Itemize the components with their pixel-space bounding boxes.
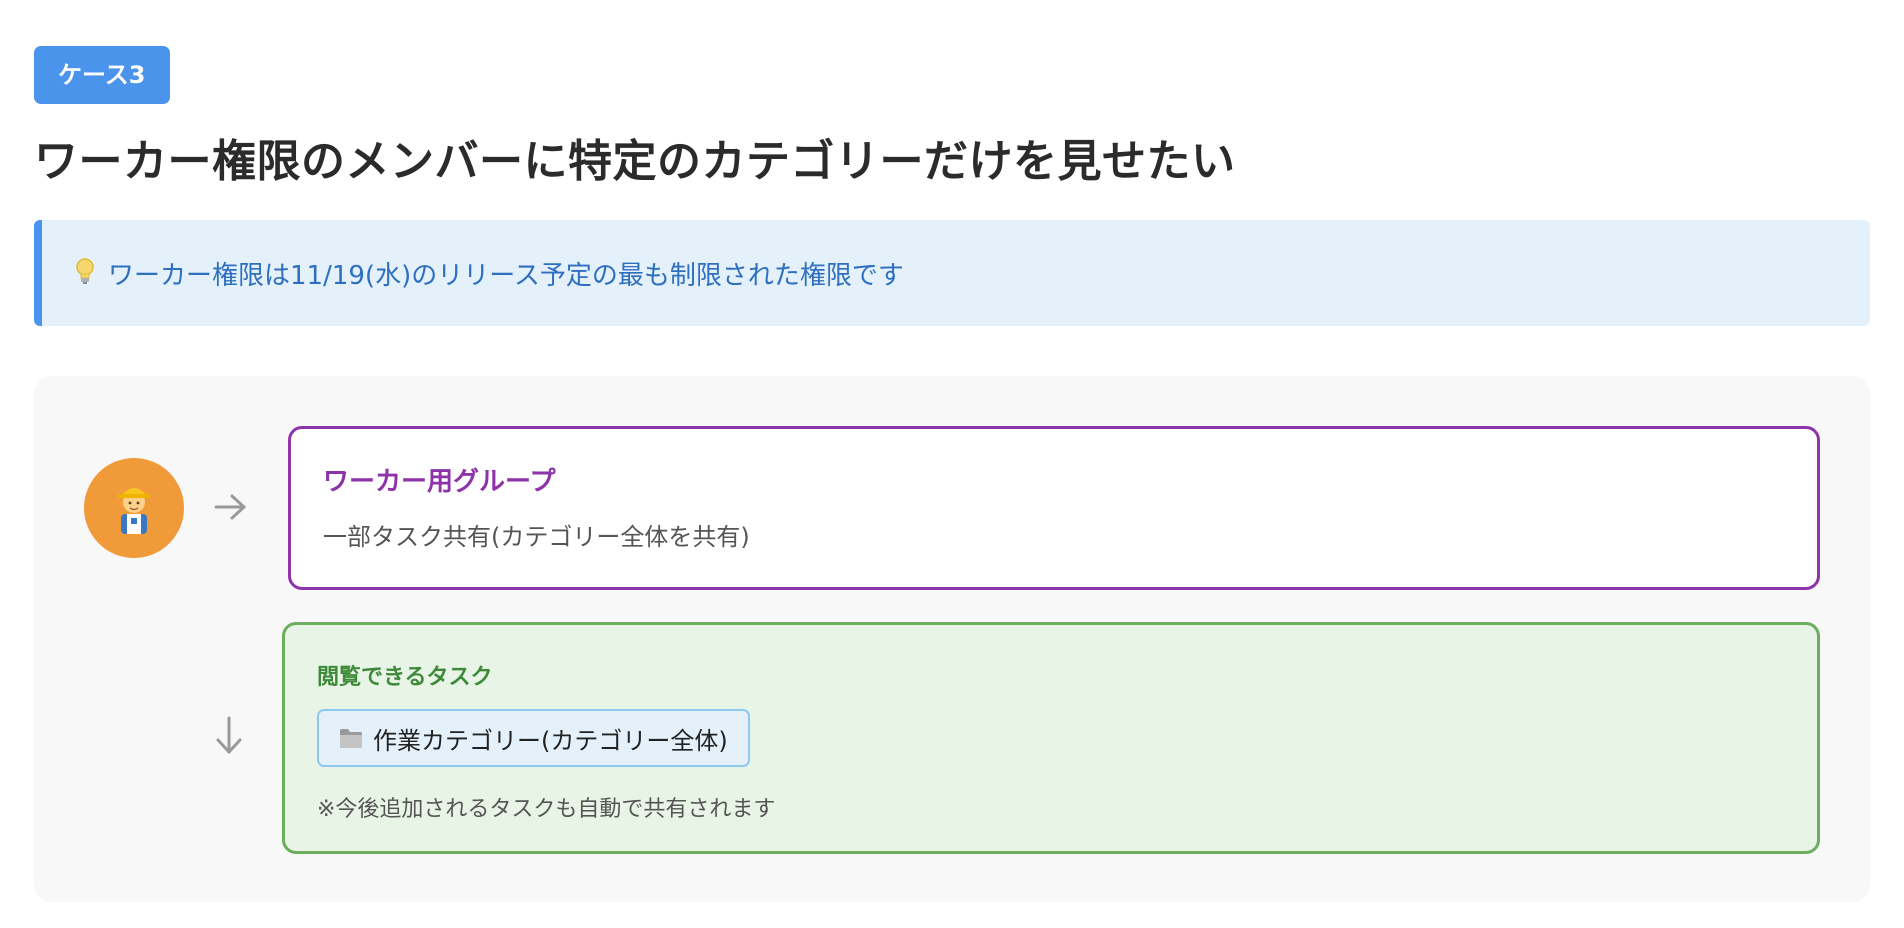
- lightbulb-icon: [74, 257, 96, 290]
- page-title: ワーカー権限のメンバーに特定のカテゴリーだけを見せたい: [34, 136, 1236, 187]
- group-name: ワーカー用グループ: [323, 467, 556, 497]
- group-description: 一部タスク共有(カテゴリー全体を共有): [323, 523, 750, 551]
- construction-worker-icon: [84, 458, 184, 558]
- category-label: 作業カテゴリー(カテゴリー全体): [373, 726, 728, 755]
- category-chip: 作業カテゴリー(カテゴリー全体): [317, 709, 750, 767]
- visible-tasks-title: 閲覧できるタスク: [317, 665, 493, 690]
- visible-tasks-card: 閲覧できるタスク 作業カテゴリー(カテゴリー全体) ※今後追加されるタスクも自動…: [282, 622, 1820, 854]
- arrow-down-icon: [214, 716, 244, 760]
- case-section: ケース3 ワーカー権限のメンバーに特定のカテゴリーだけを見せたい ワーカー権限は…: [34, 46, 1870, 902]
- worker-group-card: ワーカー用グループ 一部タスク共有(カテゴリー全体を共有): [288, 426, 1820, 590]
- info-text: ワーカー権限は11/19(水)のリリース予定の最も制限された権限です: [108, 260, 904, 291]
- auto-share-note: ※今後追加されるタスクも自動で共有されます: [317, 797, 776, 822]
- case-badge: ケース3: [34, 46, 170, 104]
- permission-diagram: ワーカー用グループ 一部タスク共有(カテゴリー全体を共有) 閲覧できるタスク 作…: [34, 376, 1870, 902]
- folder-icon: [339, 727, 363, 749]
- arrow-right-icon: [214, 492, 248, 526]
- info-callout: ワーカー権限は11/19(水)のリリース予定の最も制限された権限です: [34, 220, 1870, 326]
